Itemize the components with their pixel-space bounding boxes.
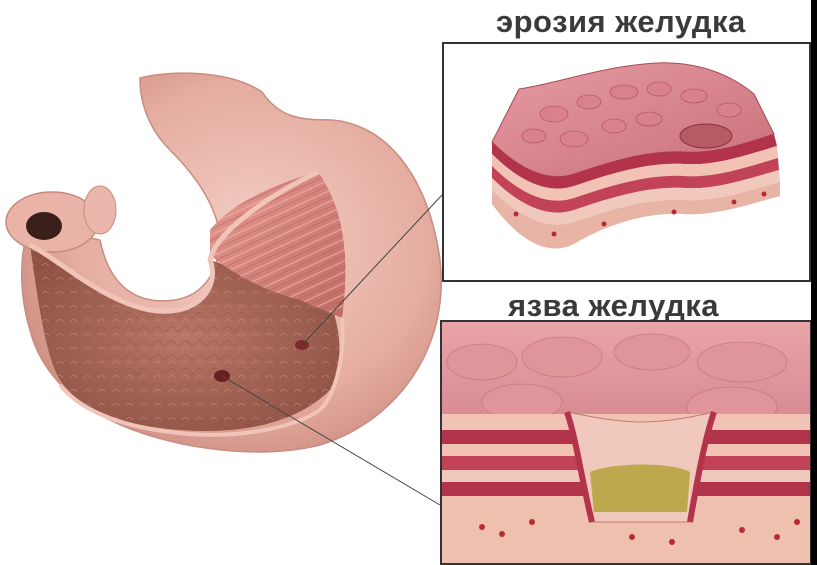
ulcer-base xyxy=(590,465,690,513)
ulcer-tissue-section xyxy=(442,322,810,563)
pylorus-opening xyxy=(26,212,62,240)
erosion-tissue-block xyxy=(444,44,809,280)
pylorus-outer-opening xyxy=(84,186,116,234)
erosion-label: эрозия желудка xyxy=(496,4,746,40)
erosion-inset xyxy=(442,42,811,282)
erosion-pit xyxy=(680,124,732,148)
ulcer-label: язва желудка xyxy=(508,288,719,324)
ulcer-inset xyxy=(440,320,811,565)
